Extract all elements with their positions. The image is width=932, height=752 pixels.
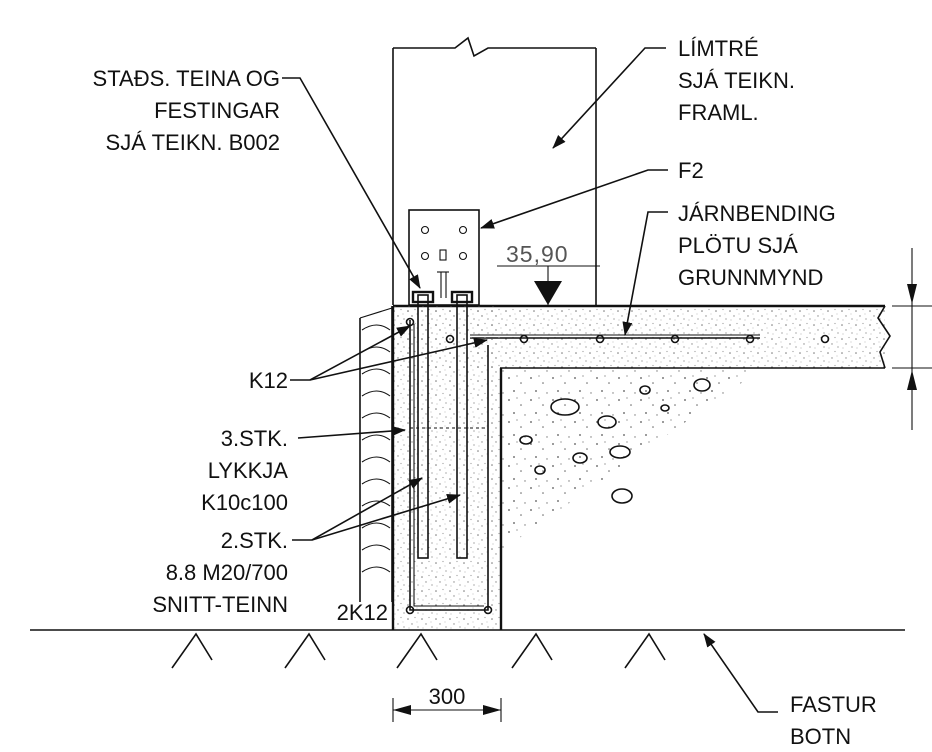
teinn-label-line2: 8.8 M20/700 bbox=[166, 560, 288, 585]
fastur-label-line2: BOTN bbox=[790, 724, 851, 749]
limtre-label-line1: LÍMTRÉ bbox=[678, 36, 759, 61]
limtre-label-line3: FRAML. bbox=[678, 100, 759, 125]
jarn-label-line2: PLÖTU SJÁ bbox=[678, 233, 798, 258]
glulam-column bbox=[392, 36, 597, 305]
k12-label: K12 bbox=[249, 368, 288, 393]
leader-lines bbox=[282, 47, 778, 713]
elevation-marker bbox=[497, 265, 600, 305]
dim-300-label: 300 bbox=[429, 684, 466, 709]
gravel-fill bbox=[502, 370, 760, 550]
f2-label: F2 bbox=[678, 158, 704, 183]
insulation bbox=[359, 306, 393, 602]
ground-line bbox=[30, 629, 905, 669]
steel-bracket-f2 bbox=[408, 209, 480, 306]
k12-2-label: 2K12 bbox=[337, 600, 388, 625]
lykkja-label-line2: LYKKJA bbox=[208, 458, 289, 483]
lykkja-label-line1: 3.STK. bbox=[221, 426, 288, 451]
jarn-label-line3: GRUNNMYND bbox=[678, 265, 823, 290]
lykkja-label-line3: K10c100 bbox=[201, 490, 288, 515]
foundation-wall bbox=[391, 306, 503, 630]
fastur-label-line1: FASTUR bbox=[790, 692, 877, 717]
teinn-label-line3: SNITT-TEINN bbox=[152, 592, 288, 617]
anchor-bolts bbox=[411, 290, 474, 559]
stads-label-line3: SJÁ TEIKN. B002 bbox=[106, 130, 280, 155]
slab-thickness-dimension bbox=[892, 248, 932, 430]
teinn-label-line1: 2.STK. bbox=[221, 528, 288, 553]
jarn-label-line1: JÁRNBENDING bbox=[678, 201, 836, 226]
elevation-value: 35,90 bbox=[506, 241, 569, 267]
stads-label-line1: STAÐS. TEINA OG bbox=[93, 66, 280, 91]
limtre-label-line2: SJÁ TEIKN. bbox=[678, 68, 795, 93]
width-dimension bbox=[392, 698, 502, 722]
stads-label-line2: FESTINGAR bbox=[154, 98, 280, 123]
